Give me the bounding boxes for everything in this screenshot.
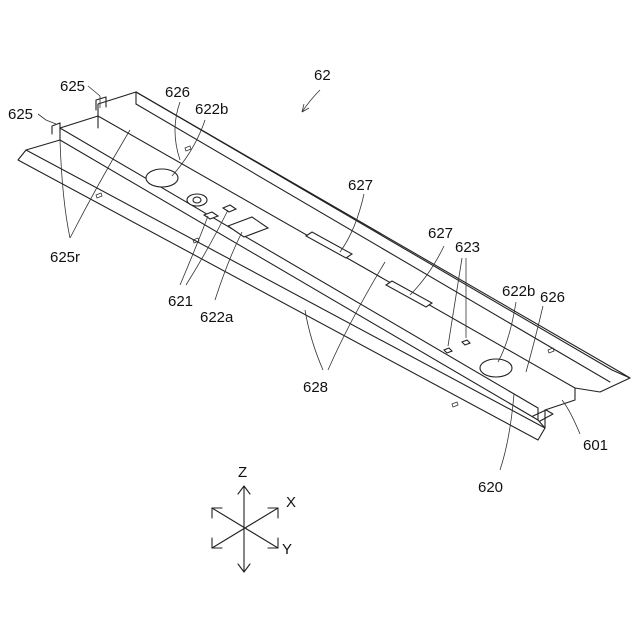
pad-623-a — [444, 348, 452, 353]
opening-622b-left — [146, 169, 178, 187]
leader-625r-1 — [60, 140, 70, 238]
leader-625b — [38, 114, 56, 124]
reference-numerals: 625 625 625r 626 622b 621 622a 627 627 6… — [8, 67, 608, 496]
slot-627-right — [386, 281, 432, 307]
front-wall-top — [60, 116, 98, 140]
label-620: 620 — [478, 479, 503, 496]
flange-hole-1 — [96, 193, 102, 198]
tab-625-front — [52, 123, 60, 134]
sensor-disc-center — [193, 197, 201, 203]
axis-x-label: X — [286, 494, 296, 511]
flange-hole-3 — [452, 402, 458, 407]
label-622b-right: 622b — [502, 283, 535, 300]
label-621: 621 — [168, 293, 193, 310]
label-627-left: 627 — [348, 177, 373, 194]
label-628: 628 — [303, 379, 328, 396]
label-625-a: 625 — [60, 78, 85, 95]
label-627-right: 627 — [428, 225, 453, 242]
rear-wall-lower-edge — [136, 104, 610, 382]
label-626-left: 626 — [165, 84, 190, 101]
opening-622b-right — [480, 359, 512, 377]
axis-z-label: Z — [238, 464, 247, 481]
label-626-right: 626 — [540, 289, 565, 306]
label-622a: 622a — [200, 309, 234, 326]
front-flange-edge — [26, 140, 60, 150]
end-face — [545, 388, 575, 410]
leader-626b — [526, 306, 543, 372]
rear-hole-2 — [548, 348, 554, 353]
label-601: 601 — [583, 437, 608, 454]
label-623: 623 — [455, 239, 480, 256]
leader-622a — [215, 232, 242, 300]
rear-hole-1 — [185, 146, 191, 151]
leader-621-a — [180, 216, 208, 285]
pad-621-b — [223, 205, 236, 212]
leader-623-a — [448, 258, 462, 346]
pad-623-b — [462, 340, 470, 345]
leader-601 — [562, 400, 580, 434]
label-625r: 625r — [50, 249, 80, 266]
axis-y-label: Y — [282, 541, 292, 558]
rear-wall-top — [98, 92, 136, 116]
leader-62 — [302, 90, 320, 112]
leader-625r-2 — [70, 130, 130, 238]
leader-626a — [175, 102, 180, 160]
leader-lines — [38, 86, 580, 470]
rear-flange — [136, 92, 630, 392]
label-62: 62 — [314, 67, 331, 84]
axis-indicator: Z X Y — [212, 464, 296, 572]
pad-622a — [228, 217, 268, 237]
label-625-b: 625 — [8, 106, 33, 123]
label-622b-left: 622b — [195, 101, 228, 118]
rear-lip — [612, 370, 630, 378]
